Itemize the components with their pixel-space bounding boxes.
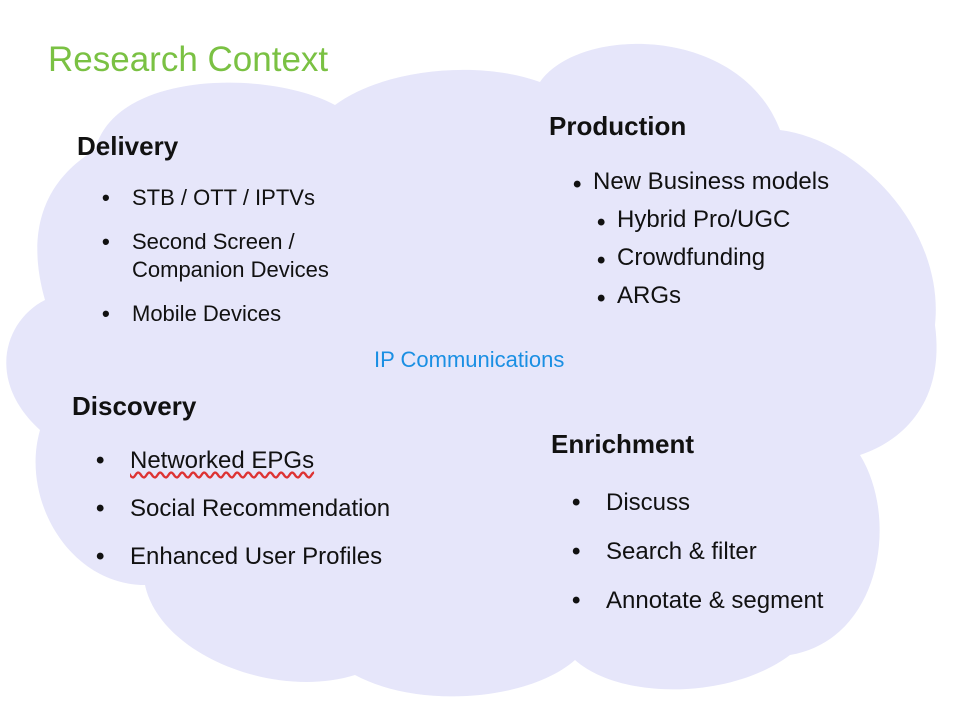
- enrichment-heading: Enrichment: [551, 429, 695, 459]
- item-text: Discuss: [606, 489, 691, 516]
- delivery-heading: Delivery: [77, 131, 179, 161]
- item-text: Networked EPGs: [130, 447, 315, 474]
- item-text-continued: Companion Devices: [132, 257, 329, 282]
- item-text: Crowdfunding: [617, 244, 766, 271]
- enrichment-list: • Discuss • Search & filter • Annotate &…: [572, 488, 912, 635]
- bullet-icon: •: [96, 495, 105, 522]
- bullet-icon: •: [597, 209, 606, 236]
- bullet-icon: •: [597, 285, 606, 312]
- bullet-icon: •: [573, 171, 582, 198]
- bullet-icon: •: [572, 489, 581, 516]
- bullet-icon: •: [102, 229, 110, 254]
- item-text: Hybrid Pro/UGC: [617, 206, 791, 233]
- list-item: • Discuss: [572, 488, 912, 518]
- list-item: • Search & filter: [572, 537, 912, 567]
- bullet-icon: •: [572, 587, 581, 614]
- list-item: • Mobile Devices: [102, 300, 422, 328]
- item-text: Search & filter: [606, 538, 757, 565]
- list-item: • Enhanced User Profiles: [96, 542, 456, 572]
- delivery-list: • STB / OTT / IPTVs • Second Screen / Co…: [102, 184, 422, 344]
- list-item: • Annotate & segment: [572, 586, 912, 616]
- item-text: New Business models: [593, 168, 830, 195]
- center-label: IP Communications: [374, 347, 565, 372]
- item-text: Enhanced User Profiles: [130, 543, 383, 570]
- sub-list-item: • Hybrid Pro/UGC: [573, 201, 913, 239]
- item-text: Mobile Devices: [132, 301, 282, 326]
- bullet-icon: •: [96, 543, 105, 570]
- list-item: • STB / OTT / IPTVs: [102, 184, 422, 212]
- bullet-icon: •: [96, 447, 105, 474]
- discovery-list: • Networked EPGs • Social Recommendation…: [96, 446, 456, 590]
- bullet-icon: •: [102, 301, 110, 326]
- production-heading: Production: [549, 111, 687, 141]
- production-list: • New Business models • Hybrid Pro/UGC •…: [573, 163, 913, 315]
- bullet-icon: •: [572, 538, 581, 565]
- item-text: Annotate & segment: [606, 587, 824, 614]
- list-item: • Second Screen / Companion Devices: [102, 228, 422, 284]
- item-text: Social Recommendation: [130, 495, 391, 522]
- list-item: • Social Recommendation: [96, 494, 456, 524]
- item-text: Second Screen /: [132, 229, 295, 254]
- item-text: STB / OTT / IPTVs: [132, 185, 315, 210]
- discovery-heading: Discovery: [72, 391, 197, 421]
- bullet-icon: •: [102, 185, 110, 210]
- list-item: • Networked EPGs: [96, 446, 456, 476]
- bullet-icon: •: [597, 247, 606, 274]
- sub-list-item: • Crowdfunding: [573, 239, 913, 277]
- slide-title: Research Context: [48, 40, 329, 79]
- sub-list-item: • ARGs: [573, 277, 913, 315]
- list-item: • New Business models: [573, 163, 913, 201]
- item-text: ARGs: [617, 282, 682, 309]
